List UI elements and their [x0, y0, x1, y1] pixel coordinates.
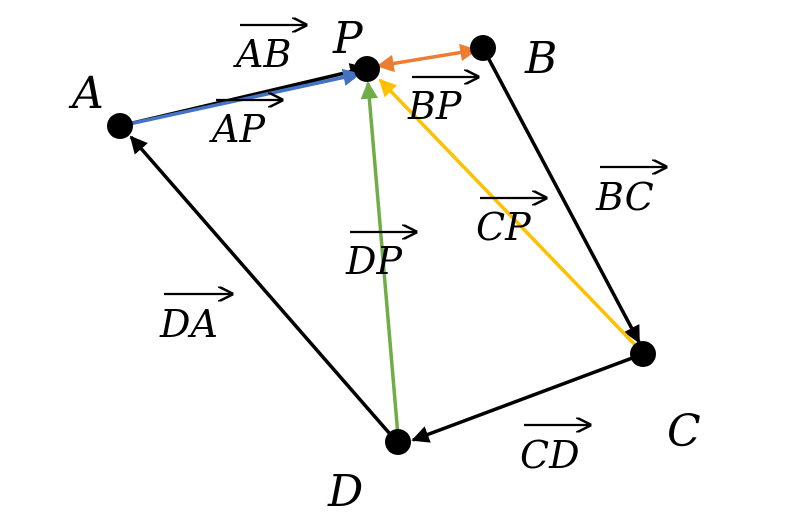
- label-vector-dp: DP: [345, 232, 416, 283]
- label-point-c: C: [667, 406, 701, 457]
- svg-text:CD: CD: [520, 433, 580, 477]
- label-vector-bp: BP: [407, 77, 478, 128]
- vector-dp-arrow: [360, 81, 400, 437]
- label-point-d: D: [327, 466, 363, 517]
- vector-cp-arrow: [378, 78, 642, 352]
- svg-text:AP: AP: [209, 107, 266, 151]
- label-point-b: B: [524, 33, 557, 84]
- label-vector-bc: BC: [595, 167, 666, 219]
- label-vector-ab: AB: [233, 25, 306, 76]
- svg-text:DP: DP: [345, 239, 403, 283]
- svg-text:BC: BC: [595, 175, 654, 219]
- point-c: [630, 341, 656, 367]
- svg-text:AB: AB: [233, 32, 291, 76]
- label-vector-ap: AP: [209, 100, 282, 151]
- vector-da-arrow: [129, 135, 399, 444]
- svg-text:DA: DA: [159, 302, 218, 346]
- label-point-p: P: [332, 13, 364, 64]
- label-vector-cp: CP: [476, 198, 546, 249]
- vector-bp-arrow: [376, 43, 478, 73]
- svg-text:BP: BP: [407, 84, 463, 128]
- point-d: [385, 429, 411, 455]
- label-vector-da: DA: [159, 294, 232, 346]
- label-vector-cd: CD: [520, 425, 590, 477]
- vector-bc-arrow: [481, 47, 641, 344]
- label-point-a: A: [68, 68, 104, 119]
- point-a: [107, 113, 133, 139]
- point-p: [354, 56, 380, 82]
- vector-cd-arrow: [411, 352, 644, 443]
- point-b: [470, 35, 496, 61]
- svg-text:CP: CP: [476, 205, 532, 249]
